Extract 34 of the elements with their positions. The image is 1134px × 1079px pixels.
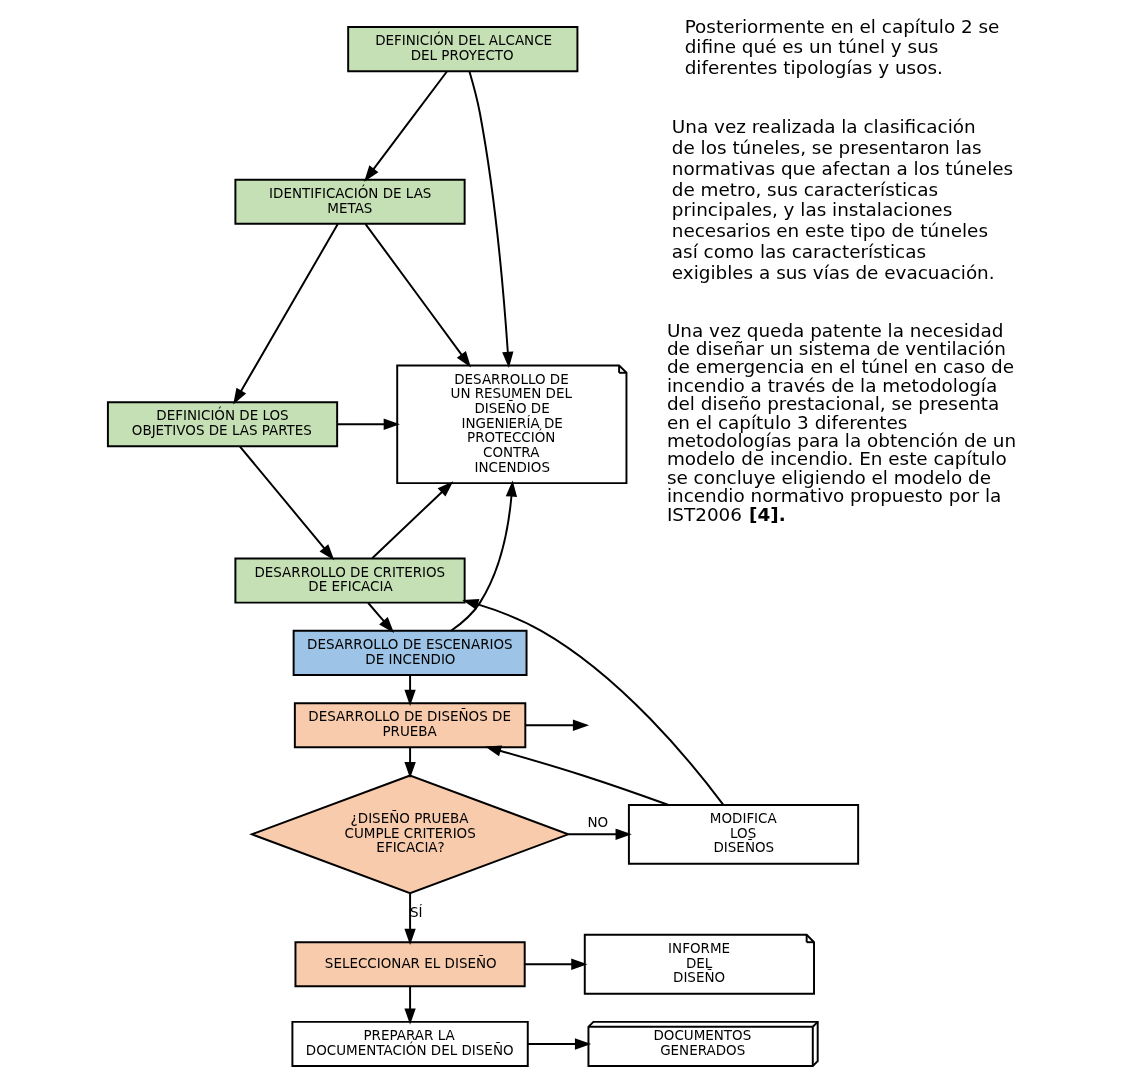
arrow <box>485 745 669 806</box>
node-box: SELECCIONAR EL DISEÑO <box>294 941 526 988</box>
node-box: PREPARAR LA DOCUMENTACIÓN DEL DISEÑO <box>291 1020 529 1067</box>
node-box: DEFINICIÓN DEL ALCANCE DEL PROYECTO <box>347 26 579 73</box>
label: Una vez queda patente la necesidad de diseñar un sistema de ventilación de emergencia en el túnel en caso de incendio a través de la metodología del diseño prestacional, se presenta en el capítulo 3 diferentes metodologías para la obtención de un modelo de incendio. En este capítulo se concluye eligiendo el modelo de incendio normativo propuesto por la IST2006 [4]. <box>666 319 1017 525</box>
arrow <box>527 1038 592 1050</box>
arrow <box>404 746 416 779</box>
arrow <box>450 480 518 632</box>
arrow <box>367 601 394 633</box>
node-box: DESARROLLO DE DISEÑOS DE PRUEBA <box>293 702 527 749</box>
edge-label: NO <box>587 813 609 830</box>
arrow <box>468 70 514 368</box>
arrow <box>364 223 471 368</box>
label: Posteriormente en el capítulo 2 se difine qué es un túnel y sus diferentes tipologías y usos. <box>684 15 1000 79</box>
arrow <box>233 223 339 405</box>
arrow <box>404 892 416 946</box>
node-box: DESARROLLO DE CRITERIOS DE EFICACIA <box>234 557 466 604</box>
arrow <box>336 418 400 430</box>
arrow <box>524 719 590 731</box>
node-box: DEFINICIÓN DE LOS OBJETIVOS DE LAS PARTES <box>106 401 339 448</box>
arrow <box>404 985 416 1025</box>
arrow <box>462 598 725 806</box>
arrow <box>404 674 416 706</box>
arrow <box>371 481 454 560</box>
node-box: DESARROLLO DE ESCENARIOS DE INCENDIO <box>292 629 528 676</box>
arrow <box>523 958 588 970</box>
arrow <box>567 828 632 840</box>
node-box: MODIFICA LOS DISEÑOS <box>627 803 860 865</box>
node-diamond: ¿DISEÑO PRUEBA CUMPLE CRITERIOS EFICACIA? <box>249 774 572 895</box>
edge-label: SÍ <box>410 904 423 921</box>
label: Una vez realizada la clasificación de los túneles, se presentaron las normativas que afectan a los túneles de metro, sus características principales, y las instalaciones necesarios en este tipo de túneles así como las características exigibles a sus vías de evacuación. <box>671 116 1014 283</box>
arrow <box>364 70 449 182</box>
arrow <box>239 445 335 561</box>
node-box: IDENTIFICACIÓN DE LAS METAS <box>234 178 466 225</box>
